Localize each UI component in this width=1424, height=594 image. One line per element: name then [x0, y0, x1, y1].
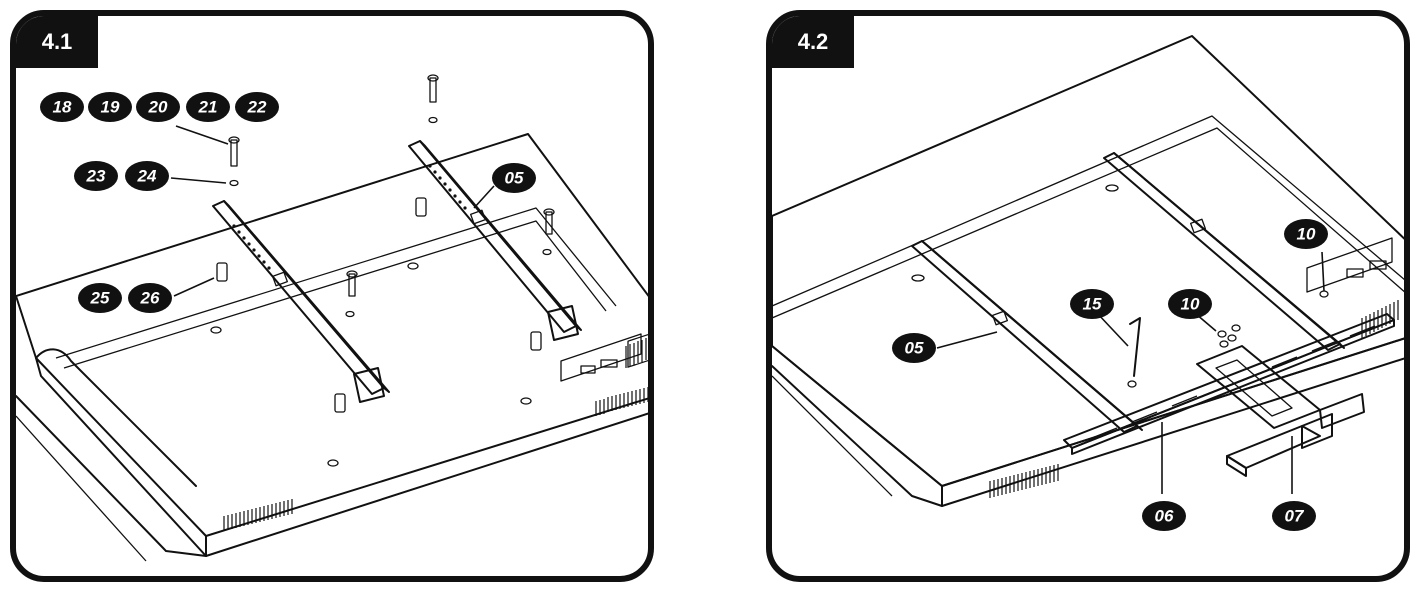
part-badge: 18	[40, 92, 84, 122]
step-number-tag: 4.2	[772, 16, 854, 68]
svg-text:21: 21	[198, 98, 218, 117]
svg-text:10: 10	[1181, 295, 1200, 314]
part-badge: 20	[136, 92, 180, 122]
horizontal-bracket	[1063, 313, 1395, 455]
part-badge: 21	[186, 92, 230, 122]
part-badge: 05	[892, 333, 936, 363]
part-badge: 25	[78, 283, 122, 313]
mounting-holes	[210, 248, 552, 467]
tv-back-panel	[16, 133, 648, 562]
hex-key-tool	[1127, 317, 1141, 388]
screws	[228, 74, 555, 297]
part-badge: 19	[88, 92, 132, 122]
tv-back-panel	[772, 35, 1404, 507]
vertical-bracket-right	[1103, 152, 1345, 351]
part-badge: 15	[1070, 289, 1114, 319]
assembly-illustration-4-2: 10 15 10 05 06 07	[772, 35, 1404, 531]
step-number-tag: 4.1	[16, 16, 98, 68]
svg-text:10: 10	[1297, 225, 1316, 244]
vertical-bracket-left	[212, 200, 390, 403]
vertical-bracket-left	[911, 240, 1143, 433]
svg-text:07: 07	[1285, 507, 1305, 526]
svg-text:05: 05	[905, 339, 924, 358]
center-mount-plate	[1196, 345, 1365, 477]
vent-grille	[989, 237, 1399, 498]
svg-text:26: 26	[140, 289, 160, 308]
svg-text:06: 06	[1155, 507, 1174, 526]
svg-text:22: 22	[247, 98, 267, 117]
leader-lines	[170, 125, 495, 297]
vertical-bracket-right	[408, 140, 582, 341]
svg-text:24: 24	[137, 167, 157, 186]
svg-text:18: 18	[53, 98, 72, 117]
part-badge: 07	[1272, 501, 1316, 531]
svg-text:20: 20	[148, 98, 168, 117]
svg-text:23: 23	[86, 167, 106, 186]
leader-lines	[936, 251, 1325, 494]
part-badge: 05	[492, 163, 536, 193]
svg-text:15: 15	[1083, 295, 1102, 314]
part-badge: 10	[1284, 219, 1328, 249]
svg-text:05: 05	[505, 169, 524, 188]
part-badge: 10	[1168, 289, 1212, 319]
svg-text:19: 19	[101, 98, 120, 117]
part-badge: 24	[125, 161, 169, 191]
vent-grille	[223, 332, 648, 531]
part-badge: 26	[128, 283, 172, 313]
part-badge: 22	[235, 92, 279, 122]
assembly-illustration-4-1: 18 19 20 21 22 23 24 25	[16, 74, 648, 562]
step-panel-4-2: 4.2	[766, 10, 1410, 582]
part-badge: 06	[1142, 501, 1186, 531]
part-badge: 23	[74, 161, 118, 191]
step-panel-4-1: 4.1	[10, 10, 654, 582]
spacer-pins	[216, 197, 542, 413]
svg-text:25: 25	[90, 289, 110, 308]
